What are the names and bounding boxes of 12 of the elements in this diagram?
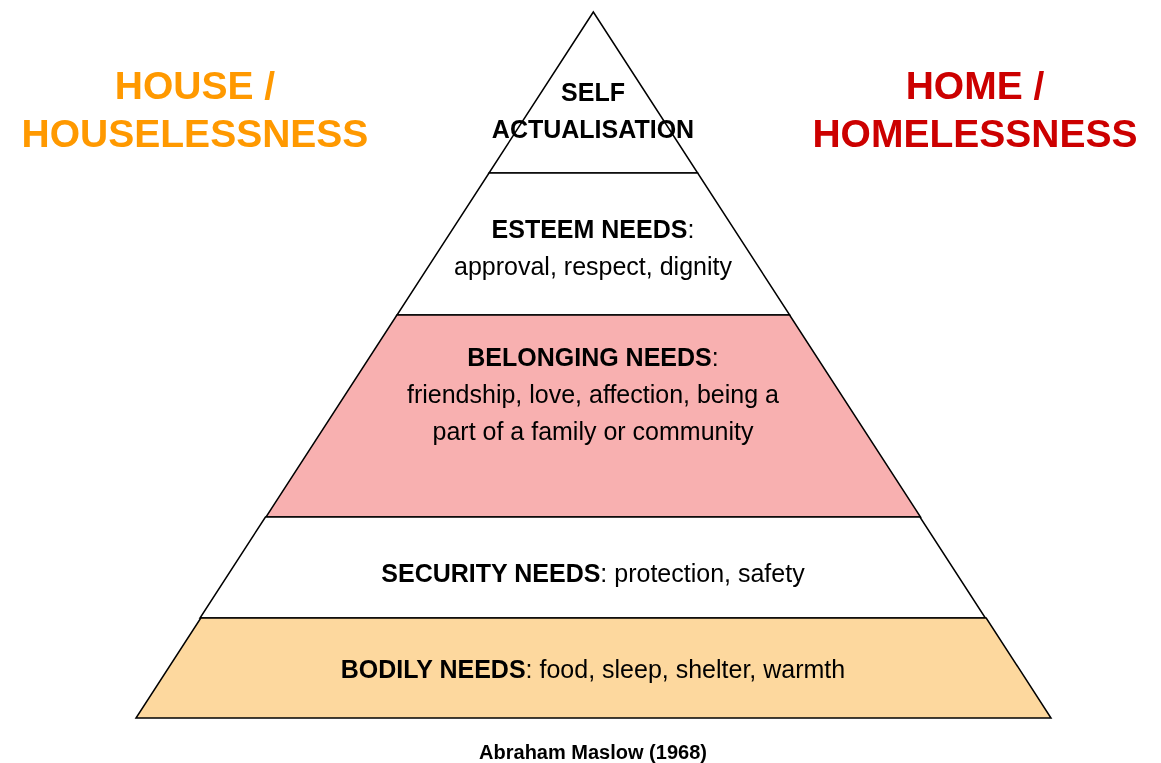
tier-label: ESTEEM NEEDS:	[490, 214, 696, 245]
pyramid-tier	[200, 517, 986, 618]
pyramid-tier	[135, 618, 1051, 718]
pyramid-tier	[265, 315, 921, 517]
tier-label: BELONGING NEEDS:	[466, 342, 720, 373]
side-heading: HOME / HOMELESSNESS	[811, 63, 1139, 157]
tier-label: SECURITY NEEDS: protection, safety	[380, 558, 806, 589]
tier-label: friendship, love, affection, being a part of a family or community	[405, 379, 780, 447]
side-heading: HOUSE / HOUSELESSNESS	[20, 63, 370, 157]
tier-label: approval, respect, dignity	[453, 251, 733, 282]
tier-label: BODILY NEEDS: food, sleep, shelter, warmth	[339, 654, 847, 685]
caption: Abraham Maslow (1968)	[478, 740, 708, 763]
